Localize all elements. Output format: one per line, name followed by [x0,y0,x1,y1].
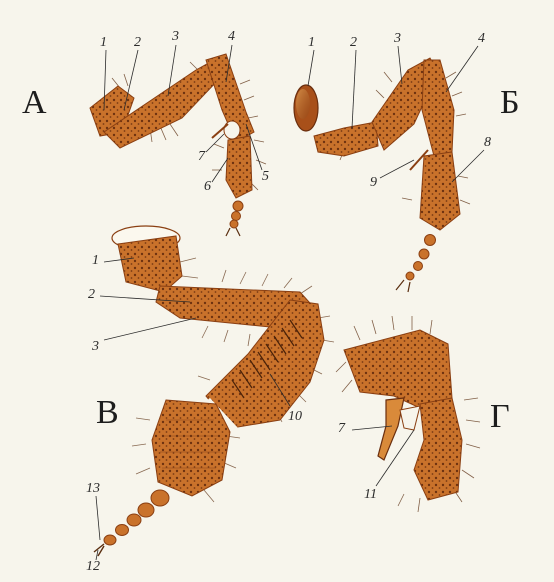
label-v-12: 12 [86,560,100,574]
label-a-7: 7 [198,150,205,164]
label-v-1: 1 [92,254,99,268]
leg-a-front [90,45,266,236]
label-a-6: 6 [204,180,211,194]
leg-v-hind [94,226,334,560]
label-a-3: 3 [172,30,179,44]
label-v-2: 2 [88,288,95,302]
label-g-11: 11 [364,488,377,502]
label-v-10: 10 [288,410,302,424]
label-b-3: 3 [394,32,401,46]
label-b-1: 1 [308,36,315,50]
panel-label-a: А [22,86,47,120]
label-v-13: 13 [86,482,100,496]
label-g-7: 7 [338,422,345,436]
label-b-9: 9 [370,176,377,190]
leg-b-middle [294,46,484,292]
label-b-2: 2 [350,36,357,50]
panel-label-b: Б [500,86,520,120]
label-a-5: 5 [262,170,269,184]
label-b-4: 4 [478,32,485,46]
panel-label-g: Г [490,400,510,434]
label-a-2: 2 [134,36,141,50]
label-a-1: 1 [100,36,107,50]
leg-g-detail [336,316,480,512]
label-v-3: 3 [92,340,99,354]
panel-label-v: В [96,396,119,430]
label-b-8: 8 [484,136,491,150]
label-a-4: 4 [228,30,235,44]
